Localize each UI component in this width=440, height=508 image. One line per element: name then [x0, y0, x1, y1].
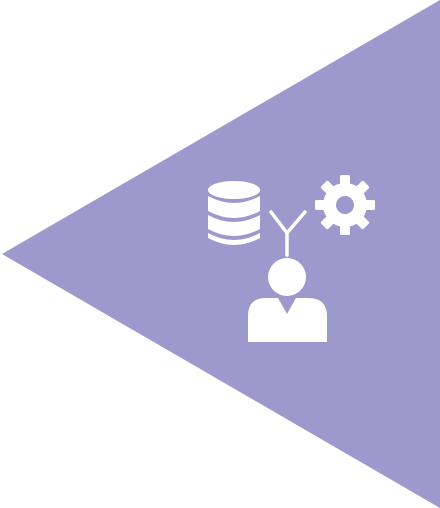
user-icon	[248, 258, 327, 342]
gear-icon	[315, 175, 375, 235]
database-icon	[208, 181, 260, 245]
branch-connector-icon	[269, 210, 307, 257]
